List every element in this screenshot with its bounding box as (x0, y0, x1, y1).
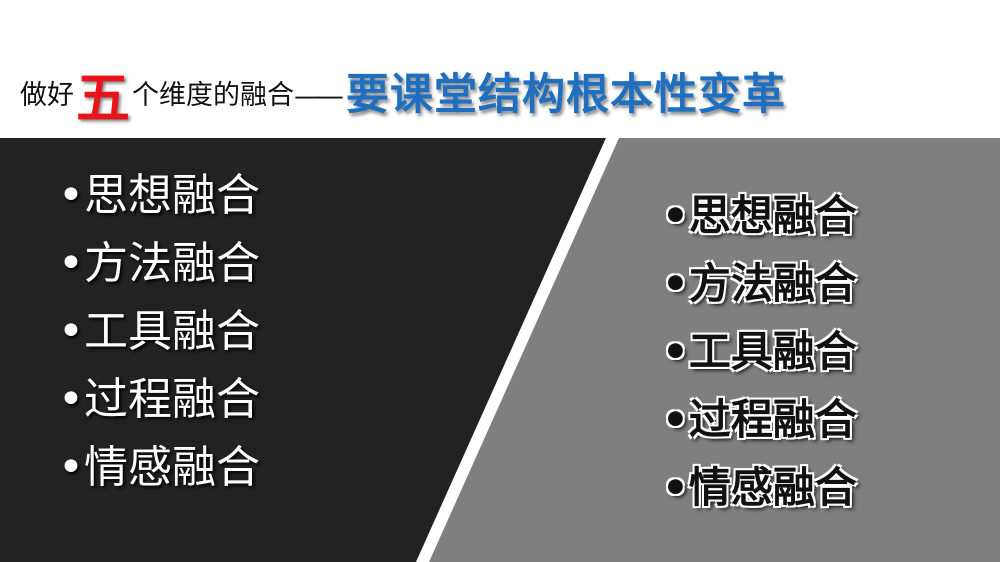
diagonal-divider (416, 138, 619, 562)
right-list: •思想融合 •方法融合 •工具融合 •过程融合 •情感融合 (662, 182, 857, 522)
slide-title: 做好 五 个维度的融合 —— 要课堂结构根本性变革 (20, 56, 786, 126)
content-panel (0, 138, 1000, 562)
title-main: 要课堂结构根本性变革 (346, 70, 786, 120)
list-item: •情感融合 (58, 442, 260, 493)
list-item: •过程融合 (662, 395, 857, 444)
background-shapes (0, 138, 1000, 562)
left-list: •思想融合 •方法融合 •工具融合 •过程融合 •情感融合 (58, 162, 260, 502)
list-item: •工具融合 (58, 306, 260, 357)
list-item: •方法融合 (58, 238, 260, 289)
list-item: •方法融合 (662, 259, 857, 308)
title-middle: 个维度的融合 (132, 80, 294, 111)
list-item: •思想融合 (662, 191, 857, 240)
list-item: •过程融合 (58, 374, 260, 425)
dark-region (0, 138, 606, 562)
title-highlight-number: 五 (76, 67, 130, 130)
list-item: •工具融合 (662, 327, 857, 376)
list-item: •情感融合 (662, 463, 857, 512)
title-dash: —— (294, 81, 344, 112)
list-item: •思想融合 (58, 170, 260, 221)
title-prefix: 做好 (20, 80, 74, 111)
